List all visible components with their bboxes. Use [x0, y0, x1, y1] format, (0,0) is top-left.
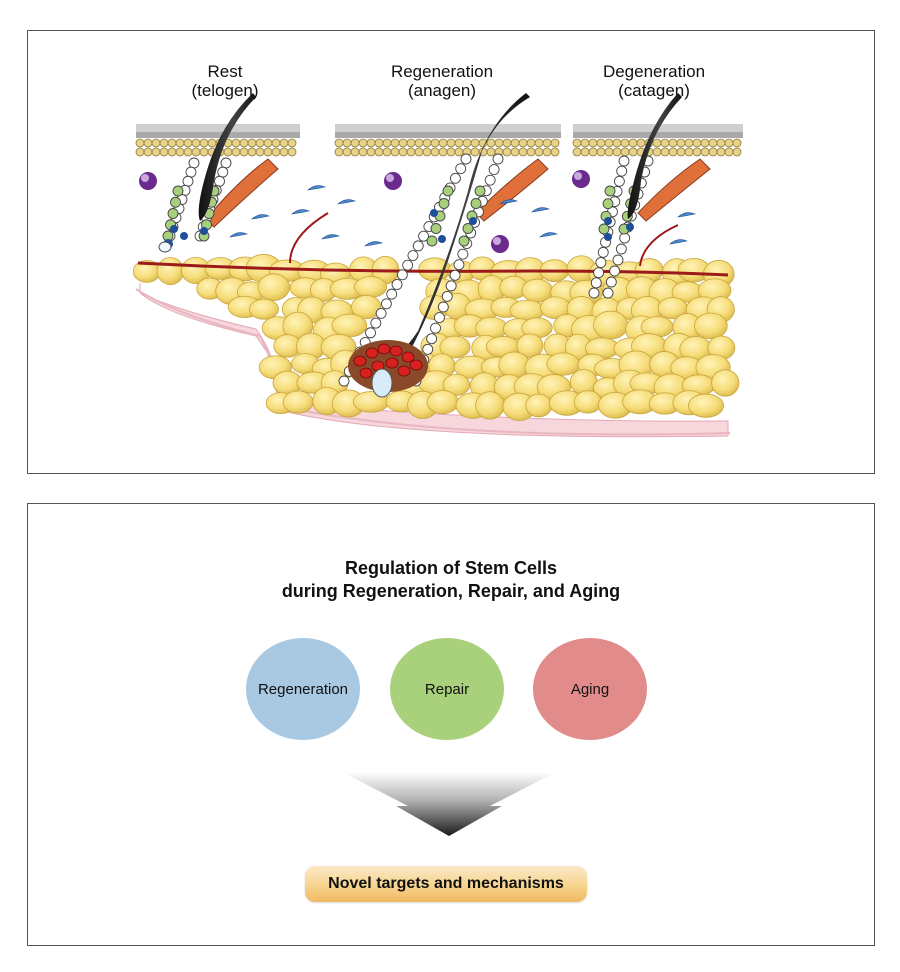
- summary-panel: Regulation of Stem Cells during Regenera…: [27, 503, 875, 946]
- stage-phase: (telogen): [191, 81, 259, 100]
- process-label: Aging: [570, 680, 610, 698]
- summary-title: Regulation of Stem Cells during Regenera…: [28, 557, 874, 603]
- summary-title-line1: Regulation of Stem Cells: [344, 558, 558, 578]
- result-label: Novel targets and mechanisms: [328, 875, 564, 892]
- stage-name: Degeneration: [602, 62, 706, 81]
- follicle-rest: [158, 93, 256, 253]
- process-circle-repair: Repair: [390, 638, 504, 740]
- fibroblast-cells: [229, 185, 696, 247]
- stage-name: Rest: [207, 62, 243, 81]
- skin-illustration: [132, 93, 743, 438]
- blood-vessel: [137, 261, 729, 277]
- process-circle-regeneration: Regeneration: [246, 638, 360, 740]
- blood-vessel-branch: [289, 212, 329, 264]
- result-box: Novel targets and mechanisms: [305, 866, 587, 902]
- arrector-pili-muscle: [637, 158, 711, 222]
- epidermis-strip-1: [135, 124, 300, 157]
- process-circle-aging: Aging: [533, 638, 647, 740]
- hair-cycle-panel: Rest (telogen) Regeneration (anagen) Deg…: [27, 30, 875, 474]
- stage-phase: (catagen): [618, 81, 690, 100]
- summary-title-line2: during Regeneration, Repair, and Aging: [281, 581, 621, 601]
- immune-cells: [139, 170, 590, 253]
- dermal-papilla-cells: [353, 343, 423, 379]
- arrector-pili-muscle: [475, 158, 549, 222]
- follicle-catagen: [588, 93, 682, 299]
- arrector-pili-muscle: [205, 158, 279, 228]
- converge-arrow-icon: [342, 772, 556, 836]
- epidermis-strip-2: [334, 124, 561, 157]
- process-label: Regeneration: [257, 680, 349, 698]
- stage-label-regeneration: Regeneration (anagen): [357, 62, 527, 100]
- blood-vessel-branch: [639, 224, 679, 267]
- stage-name: Regeneration: [390, 62, 494, 81]
- stage-label-degeneration: Degeneration (catagen): [569, 62, 739, 100]
- stage-phase: (anagen): [407, 81, 477, 100]
- fat-cell-layer: [132, 254, 740, 421]
- stage-label-rest: Rest (telogen): [140, 62, 310, 100]
- process-label: Repair: [424, 680, 470, 698]
- follicle-anagen: [338, 93, 530, 398]
